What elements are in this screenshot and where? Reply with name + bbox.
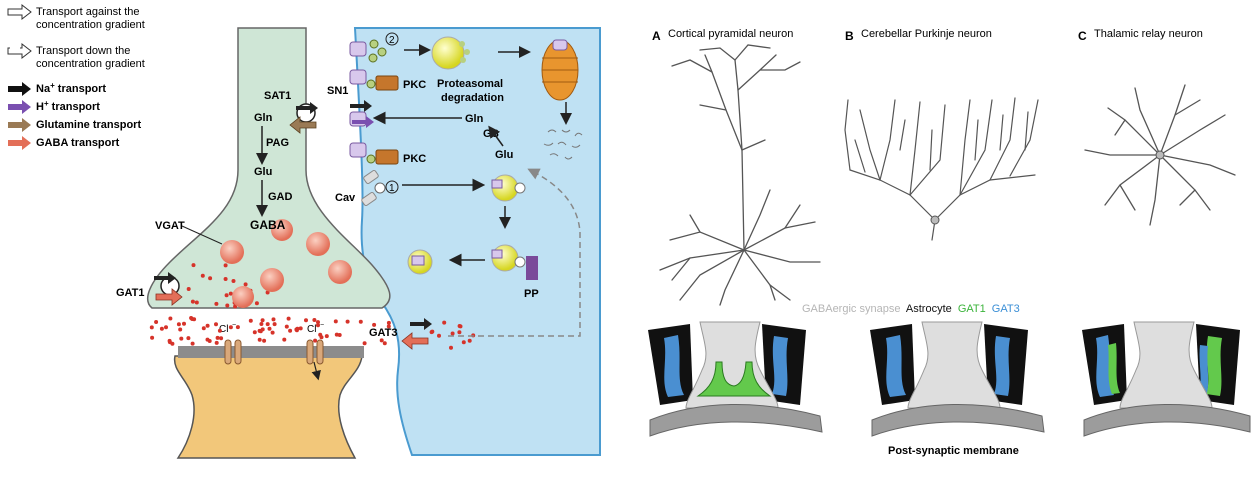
thalamic-neuron: [1084, 84, 1236, 226]
key-synapse: GABAergic synapse: [802, 303, 900, 315]
pyramidal-neuron: [659, 44, 821, 306]
pag-label: PAG: [266, 137, 289, 149]
gad-label: GAD: [268, 191, 293, 203]
gat1-label: GAT1: [116, 287, 145, 299]
legend-against: Transport against the concentration grad…: [7, 3, 145, 31]
panel-b-title: Cerebellar Purkinje neuron: [861, 28, 992, 40]
gat3-label: GAT3: [369, 327, 398, 339]
cl-label-right: Cl: [307, 324, 316, 335]
pp-box: [526, 256, 538, 280]
purkinje-neuron: [844, 97, 1039, 241]
proteasomal-label-2: degradation: [441, 92, 504, 104]
svg-text:−: −: [320, 322, 324, 329]
svg-text:Na+ transport: Na+ transport: [36, 81, 106, 95]
gat3-transporter: [401, 318, 432, 350]
vgat-label: VGAT: [155, 220, 185, 232]
legend-down: Transport down the concentration gradien…: [7, 42, 145, 70]
degraded-peptides: [543, 129, 583, 160]
legend: Transport against the concentration grad…: [7, 3, 145, 150]
sat1-transporter: [289, 102, 318, 134]
legend-na: Na+ transport: [8, 81, 106, 96]
svg-text:concentration gradient: concentration gradient: [36, 19, 145, 31]
glu-astro-label: Glu: [495, 149, 513, 161]
pp-label: PP: [524, 288, 539, 300]
panel-c-title: Thalamic relay neuron: [1094, 28, 1203, 40]
gaba-molecules: [149, 263, 476, 350]
cl-label-left: Cl: [219, 324, 228, 335]
panel-a-letter: A: [652, 29, 661, 43]
sat1-label: SAT1: [264, 90, 291, 102]
svg-text:Glutamine transport: Glutamine transport: [36, 119, 141, 131]
glu-pre-label: Glu: [254, 166, 272, 178]
pkc-label-bottom: PKC: [403, 153, 426, 165]
svg-text:Transport down the: Transport down the: [36, 45, 130, 57]
color-key: GABAergic synapse Astrocyte GAT1 GAT3: [802, 303, 1020, 315]
svg-text:GABAergic synapse Astroc: GABAergic synapse Astrocyte GAT1 GAT3: [802, 303, 1020, 315]
svg-text:GABA transport: GABA transport: [36, 137, 120, 149]
panel-a-title: Cortical pyramidal neuron: [668, 28, 793, 40]
postsynaptic-density: [178, 346, 364, 358]
step1-label: 1: [389, 183, 395, 194]
key-astrocyte: Astrocyte: [906, 303, 952, 315]
legend-h: H+ transport: [8, 99, 100, 114]
gaba-synapse-diagram: Cl − Cl − SAT1 Gln PAG Glu GAD GABA VGAT: [116, 27, 601, 459]
sn1-label: SN1: [327, 85, 348, 97]
cl-channel-left: [224, 339, 242, 365]
synapse-schematic-c: [1082, 321, 1251, 437]
gln-astro-label: Gln: [465, 113, 484, 125]
gaba-vesicles: [220, 219, 352, 308]
step2-label: 2: [389, 35, 395, 46]
ubiquitin-vesicle: [431, 36, 465, 70]
svg-text:−: −: [232, 322, 236, 329]
key-gat1: GAT1: [958, 303, 986, 315]
gaba-label: GABA: [250, 218, 286, 232]
synapse-schematic-b: [870, 321, 1045, 437]
proteasome: [541, 39, 579, 101]
postsynaptic-terminal: [173, 355, 363, 459]
legend-glutamine: Glutamine transport: [8, 118, 141, 132]
post-synaptic-label: Post-synaptic membrane: [888, 445, 1019, 457]
key-gat3: GAT3: [992, 303, 1020, 315]
synapse-schematic-a: [648, 321, 823, 437]
svg-text:concentration gradient: concentration gradient: [36, 58, 145, 70]
cl-channel-right: [306, 339, 324, 365]
pkc-label-top: PKC: [403, 79, 426, 91]
proteasomal-label-1: Proteasomal: [437, 78, 503, 90]
legend-gaba: GABA transport: [8, 136, 120, 150]
sn1-transporters: [349, 39, 399, 207]
cav-label: Cav: [335, 192, 356, 204]
gat1-transporter: [154, 272, 183, 306]
panel-c-letter: C: [1078, 29, 1087, 43]
gln-pre-label: Gln: [254, 112, 273, 124]
svg-text:Transport against the: Transport against the: [36, 6, 140, 18]
panel-headings: A Cortical pyramidal neuron B Cerebellar…: [652, 28, 1203, 43]
panel-b-letter: B: [845, 29, 854, 43]
svg-text:H+ transport: H+ transport: [36, 99, 100, 113]
